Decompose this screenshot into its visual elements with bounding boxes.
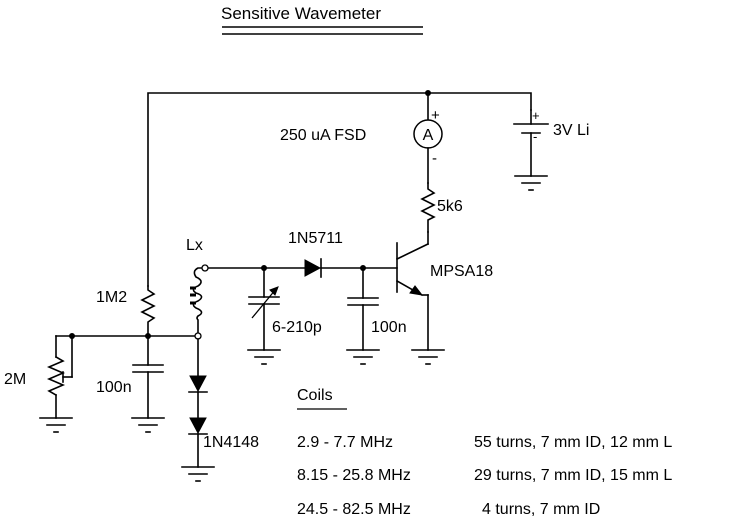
coil-spec: 29 turns, 7 mm ID, 15 mm L — [474, 467, 672, 484]
ammeter-symbol-letter: A — [423, 127, 434, 144]
coils-heading: Coils — [297, 387, 333, 404]
ground-symbol — [411, 349, 445, 365]
base-capacitor-symbol — [347, 267, 379, 351]
bias-capacitor-symbol — [132, 335, 164, 419]
trimmer-capacitor-label: 6-210p — [272, 319, 322, 336]
coil-range: 8.15 - 25.8 MHz — [297, 467, 411, 484]
coil-range: 2.9 - 7.7 MHz — [297, 434, 393, 451]
bias-resistor-label: 1M2 — [96, 289, 127, 306]
coil-range: 24.5 - 82.5 MHz — [297, 501, 411, 518]
schottky-diode-label: 1N5711 — [288, 230, 343, 247]
meter-label: 250 uA FSD — [280, 127, 366, 144]
ground-symbol — [514, 175, 548, 191]
ground-symbol — [346, 349, 380, 365]
battery-symbol — [513, 109, 549, 177]
potentiometer-symbol — [46, 335, 73, 419]
bias-diodes-symbol — [188, 338, 208, 468]
schottky-diode-symbol — [304, 258, 322, 278]
meter-minus-sign: - — [432, 150, 437, 167]
coil-spec: 55 turns, 7 mm ID, 12 mm L — [474, 434, 672, 451]
ground-symbol — [39, 417, 73, 433]
transistor-label: MPSA18 — [430, 263, 493, 280]
collector-resistor — [420, 182, 436, 233]
coil-terminal-top — [201, 264, 209, 272]
base-capacitor-label: 100n — [371, 319, 407, 336]
coil-inductor-symbol — [190, 267, 206, 337]
top-rail-wire — [147, 92, 532, 287]
ground-symbol — [247, 349, 281, 365]
diagram-title: Sensitive Wavemeter — [221, 4, 381, 23]
coil-spec: 4 turns, 7 mm ID — [482, 501, 600, 518]
ground-symbol — [181, 466, 215, 482]
bias-capacitor-label: 100n — [96, 379, 132, 396]
battery-plus-sign: + — [532, 108, 540, 123]
ground-symbol — [131, 417, 165, 433]
battery-minus-sign: - — [533, 129, 537, 144]
battery-label: 3V Li — [553, 122, 589, 139]
bias-resistor — [140, 285, 156, 337]
coil-terminal-bottom — [194, 332, 202, 340]
collector-resistor-label: 5k6 — [437, 198, 463, 215]
bias-diodes-label: 1N4148 — [203, 434, 259, 451]
trimmer-capacitor-symbol — [248, 267, 280, 351]
meter-plus-sign: + — [431, 107, 440, 124]
coil-label: Lx — [186, 237, 203, 254]
potentiometer-label: 2M — [4, 371, 26, 388]
